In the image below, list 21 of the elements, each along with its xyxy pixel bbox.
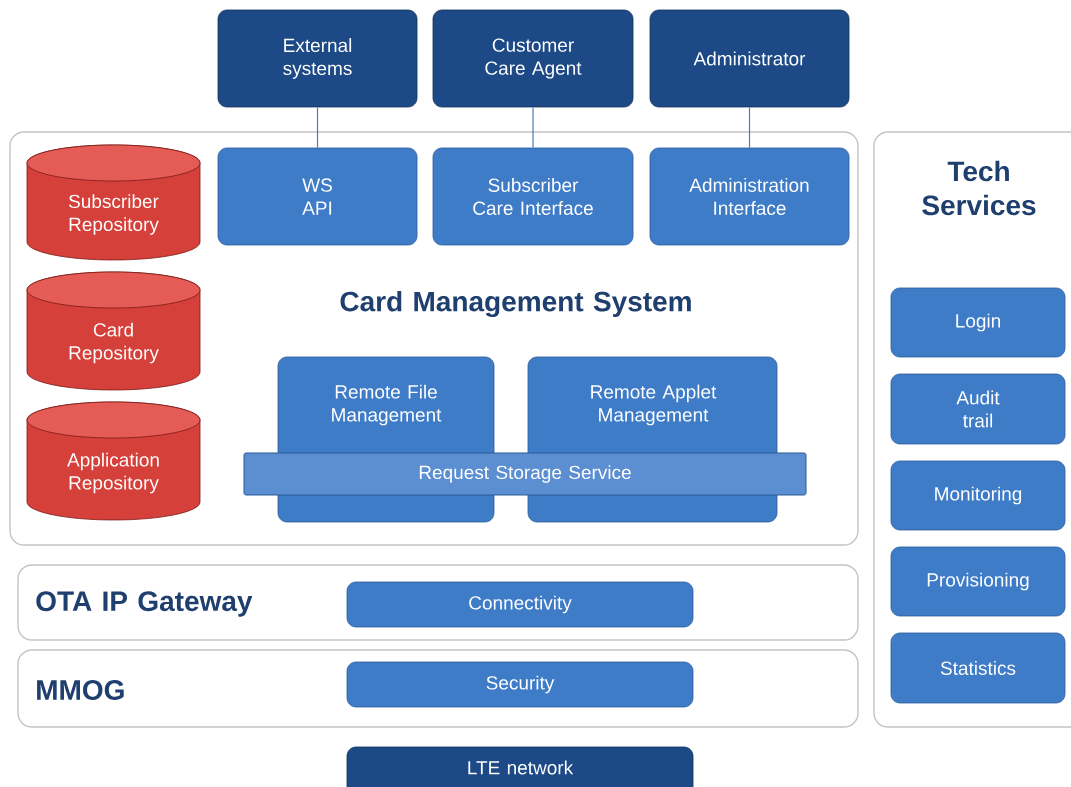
service-bar: Request Storage Service [243, 452, 807, 496]
service-box: Statistics [890, 632, 1066, 704]
service-box: Login [890, 287, 1066, 358]
database-cylinder: Card Repository [26, 271, 201, 391]
actor-box: External systems [217, 9, 418, 108]
service-box: Provisioning [890, 546, 1066, 617]
database-cylinder: Subscriber Repository [26, 144, 201, 261]
service-box: Connectivity [346, 581, 694, 628]
connector-line [748, 106, 751, 149]
interface-box: Subscriber Care Interface [432, 147, 634, 246]
service-box: Audit trail [890, 373, 1066, 445]
connector-line [532, 106, 534, 149]
actor-box: Customer Care Agent [432, 9, 634, 108]
network-box: LTE network [346, 746, 694, 787]
interface-box: WS API [217, 147, 418, 246]
connector-line [316, 106, 319, 149]
actor-box: Administrator [649, 9, 850, 108]
service-box: Monitoring [890, 460, 1066, 531]
interface-box: Administration Interface [649, 147, 850, 246]
service-box: Security [346, 661, 694, 708]
database-cylinder: Application Repository [26, 401, 201, 521]
